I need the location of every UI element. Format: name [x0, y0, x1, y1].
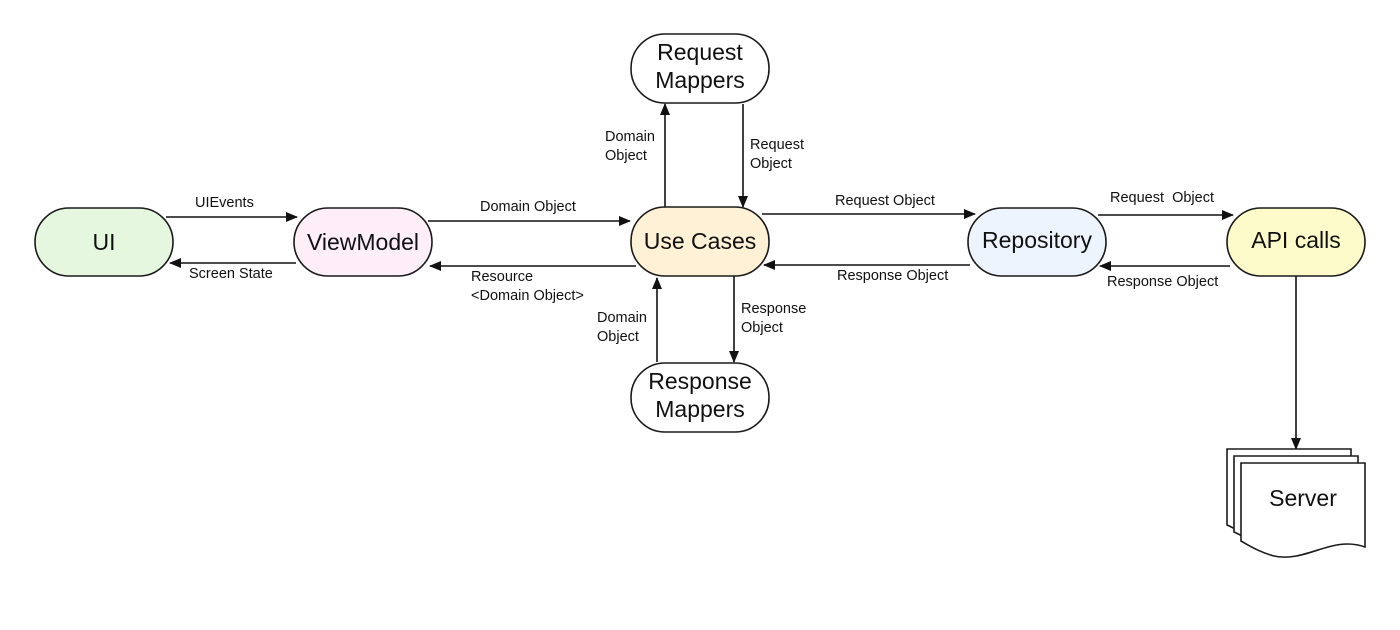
label-reqmap-to-uc-line1: Request — [750, 137, 804, 153]
node-ui-label: UI — [93, 229, 116, 255]
node-request-mappers-label-line2: Mappers — [655, 67, 744, 93]
label-uc-to-reqmap-line2: Object — [605, 148, 647, 164]
label-repository-to-uc: Response Object — [837, 268, 948, 284]
node-api-calls-shape — [1226, 207, 1366, 277]
node-use-cases-shape — [630, 206, 770, 277]
label-api-to-repository: Response Object — [1107, 274, 1218, 290]
node-response-mappers-label-line2: Mappers — [655, 396, 744, 422]
node-request-mappers-shape — [630, 33, 770, 104]
label-resource-line1: Resource — [471, 269, 533, 285]
node-repository-shape — [967, 207, 1107, 277]
node-ui-shape — [34, 207, 174, 277]
label-ui-events: UIEvents — [195, 195, 254, 211]
label-uc-to-respmap-line2: Object — [741, 320, 783, 336]
node-api-calls: API calls — [1226, 207, 1366, 277]
label-uc-to-repository: Request Object — [835, 193, 935, 209]
node-ui: UI — [34, 207, 174, 277]
edges — [166, 103, 1301, 450]
label-uc-to-respmap-line1: Response — [741, 301, 806, 317]
server-document-front — [1240, 462, 1366, 558]
node-response-mappers-label-line1: Response — [648, 368, 752, 394]
node-repository: Repository — [967, 207, 1107, 277]
node-response-mappers: Response Mappers — [630, 362, 770, 433]
label-resource-line2: <Domain Object> — [471, 288, 584, 304]
node-viewmodel-shape — [293, 207, 433, 277]
node-response-mappers-shape — [630, 362, 770, 433]
edge-labels: UIEvents Screen State Domain Object Reso… — [189, 129, 1218, 345]
node-viewmodel: ViewModel — [293, 207, 433, 277]
node-use-cases: Use Cases — [630, 206, 770, 277]
node-server-label: Server — [1269, 485, 1337, 511]
node-use-cases-label: Use Cases — [644, 228, 756, 254]
label-uc-to-reqmap-line1: Domain — [605, 129, 655, 145]
label-respmap-to-uc-line2: Object — [597, 329, 639, 345]
label-vm-to-usecases: Domain Object — [480, 199, 576, 215]
node-api-calls-label: API calls — [1251, 227, 1340, 253]
label-reqmap-to-uc-line2: Object — [750, 156, 792, 172]
node-server: Server — [1226, 448, 1366, 558]
label-repository-to-api: Request Object — [1110, 190, 1214, 206]
node-request-mappers: Request Mappers — [630, 33, 770, 104]
node-repository-label: Repository — [982, 227, 1092, 253]
label-respmap-to-uc-line1: Domain — [597, 310, 647, 326]
node-viewmodel-label: ViewModel — [307, 229, 419, 255]
label-screen-state: Screen State — [189, 266, 273, 282]
node-request-mappers-label-line1: Request — [657, 39, 743, 65]
